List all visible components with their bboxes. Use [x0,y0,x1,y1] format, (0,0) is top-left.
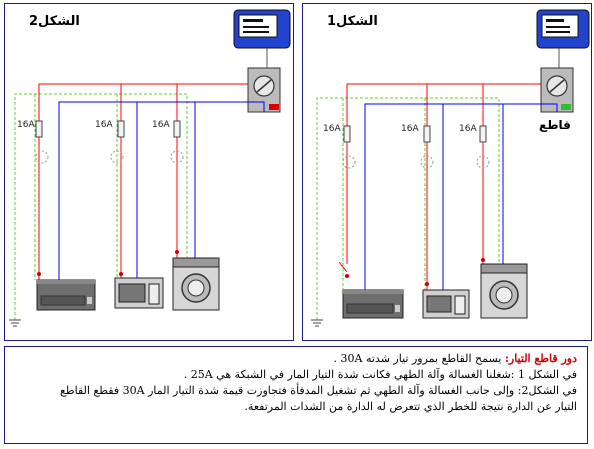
breaker-label: قاطع [539,118,571,132]
fuse-rating-label: 16A [95,120,113,130]
fuse-rating-label: 16A [459,124,477,134]
caption-line-4: التيار عن الدارة نتيجة للخطر الذي تتعرض … [244,400,577,413]
electric-meter-icon [536,9,590,49]
fuse-rating-label: 16A [17,120,35,130]
fuse-icon [423,125,431,143]
ground-icon [311,319,323,327]
figure-1-circuit [311,9,590,327]
fuse-rating-label: 16A [323,124,341,134]
switch-icon [476,155,490,169]
washing-machine-icon [172,257,220,311]
washing-machine-icon [480,263,528,319]
caption-line-1-text: يسمح القاطع بمرور تيار شدته 30A . [333,352,502,365]
open-switch-icon [338,261,348,273]
switch-icon [35,150,49,164]
explanation-caption: دور قاطع التيار: يسمح القاطع بمرور تيار … [4,346,588,444]
switch-icon [170,150,184,164]
heater-icon [36,279,96,311]
fuse-rating-label: 16A [152,120,170,130]
caption-heading: دور قاطع التيار: [504,352,577,365]
caption-line-1: دور قاطع التيار: يسمح القاطع بمرور تيار … [15,351,577,367]
figure-1-panel: الشكل1 16A 16A 16A قاطع [302,3,592,341]
cooker-icon [114,277,164,309]
cooker-icon [422,289,470,319]
fuse-icon [173,120,181,138]
electric-meter-icon [233,9,291,49]
caption-line-2: في الشكل 1 :شغلنا الغسالة وآلة الطهي فكا… [183,368,577,381]
fuse-icon [117,120,125,138]
fuse-icon [35,120,43,138]
breaker-tripped-indicator [269,104,279,110]
ground-icon [9,319,21,327]
figure-2-title: الشكل2 [29,14,80,29]
fuse-rating-label: 16A [401,124,419,134]
caption-line-3: في الشكل2: وإلى جانب الغسالة وآلة الطهي … [60,384,577,397]
breaker-ok-indicator [561,104,571,110]
switch-icon [342,155,356,169]
switch-icon [420,155,434,169]
fuse-icon [479,125,487,143]
switch-icon [110,150,124,164]
figure-2-circuit [9,9,291,327]
figure-2-panel: الشكل2 16A 16A 16A [4,3,294,341]
heater-icon [342,289,404,319]
fuse-icon [343,125,351,143]
figure-1-title: الشكل1 [327,14,378,29]
